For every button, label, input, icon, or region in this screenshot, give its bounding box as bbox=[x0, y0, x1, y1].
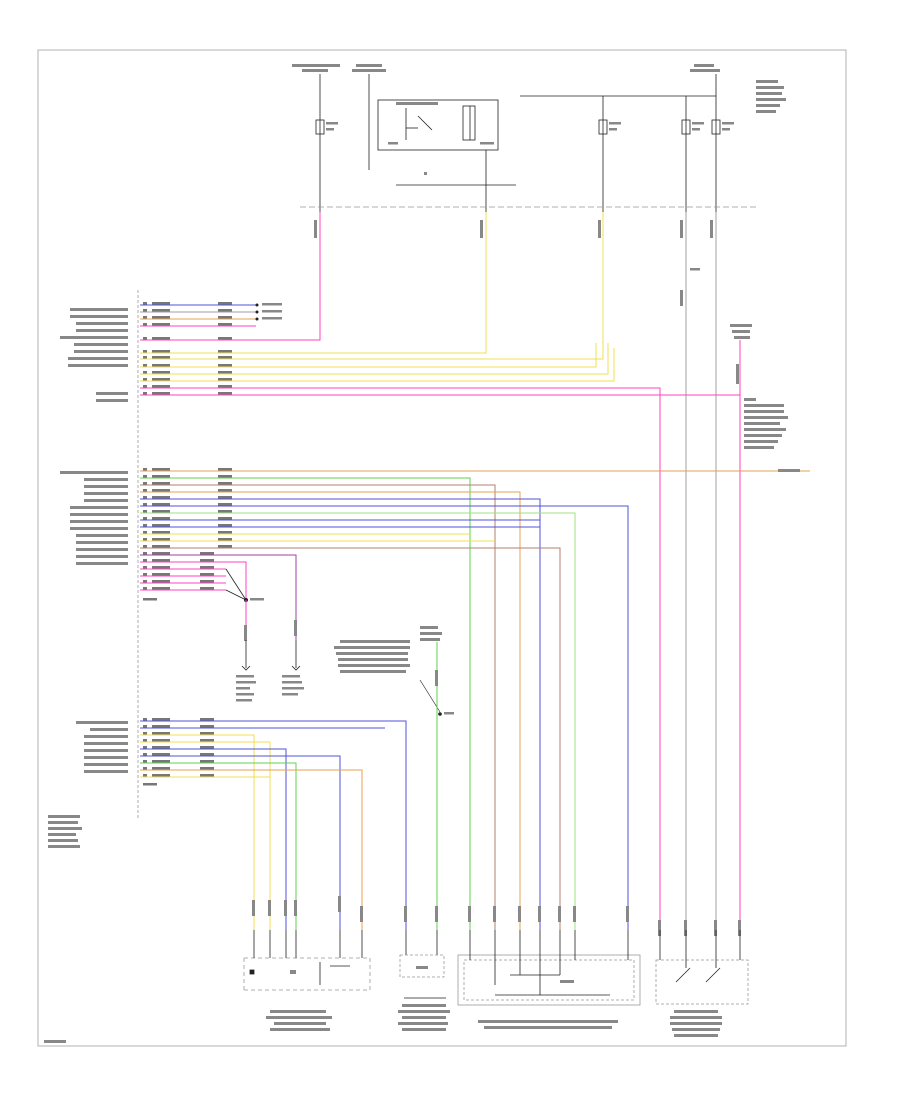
connector-c-wires bbox=[140, 720, 407, 930]
connector-a-pin-codes bbox=[143, 302, 232, 395]
pcm-connector-c-labels bbox=[76, 721, 128, 773]
throttle-body-label bbox=[266, 1010, 332, 1031]
splice-dot-icon bbox=[438, 712, 454, 716]
connector-b-wires bbox=[140, 470, 810, 930]
pedal-position-sensor-component bbox=[457, 930, 641, 1006]
b-splice bbox=[225, 568, 264, 603]
temperature-sensor-component bbox=[399, 930, 446, 999]
relay-switch-icon bbox=[377, 99, 499, 151]
top-right-note bbox=[756, 80, 786, 113]
ground-icon bbox=[241, 640, 301, 671]
fuse-icon bbox=[598, 119, 608, 135]
diagram-frame bbox=[37, 49, 847, 1047]
pedal-position-sensor-label bbox=[478, 1020, 618, 1029]
bus-wire-drops bbox=[140, 212, 717, 930]
brake-switch-component bbox=[655, 930, 749, 1005]
connector-a-wires bbox=[140, 304, 741, 930]
power-distribution-section bbox=[292, 64, 786, 212]
pcm-name-label bbox=[48, 815, 82, 848]
footer-code bbox=[44, 1040, 66, 1043]
fuse-icon bbox=[681, 119, 691, 135]
pcm-connector-a-labels bbox=[60, 308, 128, 402]
pcm-module bbox=[48, 290, 139, 848]
throttle-body-component bbox=[243, 930, 371, 991]
connector-icon bbox=[255, 303, 282, 321]
drop-wire-labels bbox=[314, 220, 713, 306]
middle-annotation bbox=[334, 626, 442, 673]
right-side-labels bbox=[730, 324, 788, 449]
connector-b-pin-codes bbox=[143, 468, 232, 601]
brake-switch-label bbox=[670, 1010, 722, 1037]
temperature-sensor-label bbox=[398, 1004, 450, 1031]
fuse-icon bbox=[711, 119, 721, 135]
fuse-icon bbox=[315, 119, 325, 135]
connector-c-pin-codes bbox=[143, 718, 214, 786]
top-label-2 bbox=[352, 64, 386, 72]
orange-wire-end-label bbox=[778, 469, 800, 472]
top-label-1 bbox=[292, 64, 340, 72]
pcm-connector-b-labels bbox=[60, 471, 128, 565]
top-label-3 bbox=[690, 64, 720, 72]
b-drop-labels bbox=[236, 620, 304, 702]
bottom-wire-codes bbox=[252, 896, 741, 936]
